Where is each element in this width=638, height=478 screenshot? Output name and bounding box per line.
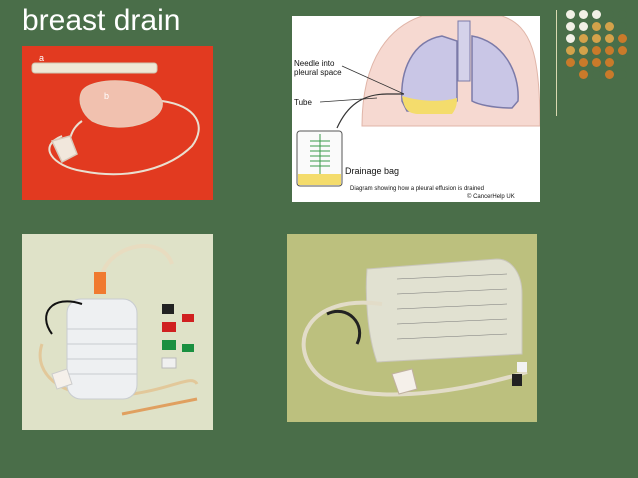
decorative-dot [579, 58, 588, 67]
diagram-credit: © CancerHelp UK [467, 194, 515, 200]
decorative-dot [618, 34, 627, 43]
diagram-caption: Diagram showing how a pleural effusion i… [350, 186, 484, 192]
decorative-dot [618, 58, 627, 67]
needle-label-line2: pleural space [294, 68, 342, 77]
decorative-dot [592, 70, 601, 79]
slide-title: breast drain [22, 4, 181, 37]
decorative-dot-grid [566, 10, 628, 79]
divider-line [556, 10, 557, 116]
decorative-dot [566, 58, 575, 67]
decorative-dot [579, 70, 588, 79]
photo-drainage-bottle [22, 234, 213, 430]
decorative-dot [618, 10, 627, 19]
photo-drainage-bag [287, 234, 537, 422]
decorative-dot [592, 22, 601, 31]
decorative-dot [605, 10, 614, 19]
bag-illustration [287, 234, 537, 422]
decorative-dot [592, 46, 601, 55]
decorative-dot [605, 34, 614, 43]
decorative-dot [592, 10, 601, 19]
decorative-dot [592, 34, 601, 43]
decorative-dot [605, 70, 614, 79]
decorative-dot [566, 70, 575, 79]
diagram-drawing [292, 16, 540, 202]
tube-label: Tube [294, 98, 312, 107]
drain-illustration [22, 46, 213, 200]
bottle-illustration [22, 234, 213, 430]
decorative-dot [618, 22, 627, 31]
decorative-dot [605, 22, 614, 31]
photo-breast-drain-red: a b [22, 46, 213, 200]
needle-label-line1: Needle into [294, 59, 335, 68]
decorative-dot [592, 58, 601, 67]
pleural-drainage-diagram: Needle into pleural space Tube Drainage … [292, 16, 540, 202]
photo-label-a: a [39, 53, 45, 63]
decorative-dot [579, 22, 588, 31]
decorative-dot [566, 46, 575, 55]
decorative-dot [605, 46, 614, 55]
decorative-dot [618, 70, 627, 79]
decorative-dot [566, 22, 575, 31]
decorative-dot [579, 34, 588, 43]
drainage-bag-label: Drainage bag [345, 166, 400, 176]
decorative-dot [618, 46, 627, 55]
decorative-dot [579, 10, 588, 19]
decorative-dot [605, 58, 614, 67]
decorative-dot [566, 34, 575, 43]
decorative-dot [566, 10, 575, 19]
photo-label-b: b [104, 91, 110, 101]
decorative-dot [579, 46, 588, 55]
